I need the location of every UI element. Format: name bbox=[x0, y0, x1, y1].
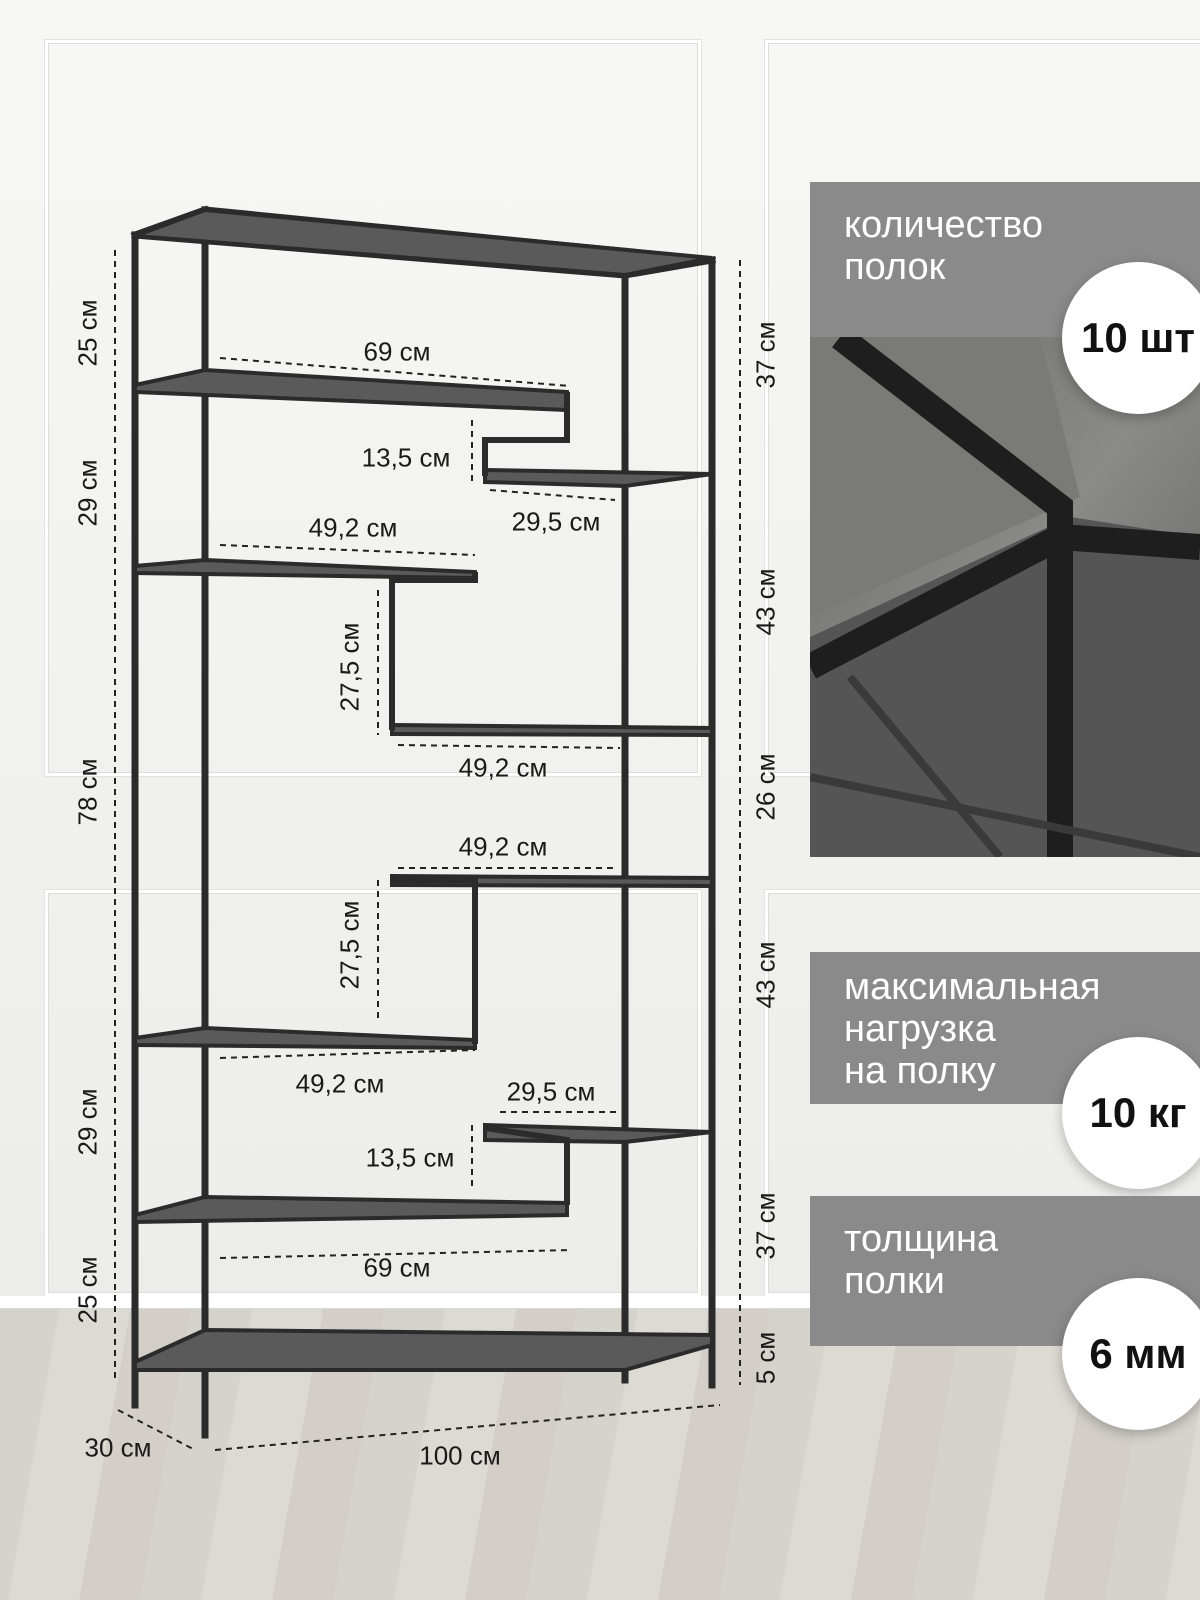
shelf-width-dimension: 69 см bbox=[363, 1252, 431, 1283]
spec-label: толщина bbox=[844, 1218, 999, 1260]
shelf-width-dimension: 29,5 см bbox=[506, 1076, 596, 1107]
shelf-count-badge: 10 шт bbox=[1062, 262, 1200, 414]
right-height-dimension: 43 см bbox=[750, 941, 781, 1009]
spec-label: полок bbox=[844, 246, 946, 288]
spec-label: количество bbox=[844, 204, 1043, 246]
step-height-dimension: 27,5 см bbox=[334, 900, 365, 990]
right-height-dimension: 26 см bbox=[750, 753, 781, 821]
shelf-width-dimension: 29,5 см bbox=[511, 506, 601, 537]
shelf-width-dimension: 69 см bbox=[363, 336, 431, 367]
shelf-width-dimension: 49,2 см bbox=[458, 752, 548, 783]
width-dimension: 100 см bbox=[419, 1440, 501, 1471]
wall-panel bbox=[45, 40, 701, 776]
left-height-dimension: 29 см bbox=[72, 1088, 103, 1156]
right-height-dimension: 5 см bbox=[750, 1331, 781, 1385]
spec-label: максимальная bbox=[844, 966, 1101, 1008]
depth-dimension: 30 см bbox=[84, 1432, 152, 1463]
right-height-dimension: 37 см bbox=[750, 321, 781, 389]
step-height-dimension: 27,5 см bbox=[334, 622, 365, 712]
spec-label: на полку bbox=[844, 1050, 996, 1092]
spec-label: полки bbox=[844, 1260, 945, 1302]
step-height-dimension: 13,5 см bbox=[365, 1142, 455, 1173]
shelf-width-dimension: 49,2 см bbox=[458, 831, 548, 862]
spec-label: нагрузка bbox=[844, 1008, 996, 1050]
shelving-unit-illustration bbox=[114, 205, 741, 1451]
shelf-width-dimension: 49,2 см bbox=[295, 1068, 385, 1099]
wall-panel bbox=[45, 890, 701, 1296]
step-height-dimension: 13,5 см bbox=[361, 442, 451, 473]
left-height-dimension: 25 см bbox=[72, 299, 103, 367]
shelf-closeup-photo bbox=[810, 337, 1200, 857]
thickness-badge: 6 мм bbox=[1062, 1278, 1200, 1430]
left-height-dimension: 25 см bbox=[72, 1256, 103, 1324]
right-height-dimension: 37 см bbox=[750, 1192, 781, 1260]
left-height-dimension: 78 см bbox=[72, 758, 103, 826]
shelf-width-dimension: 49,2 см bbox=[308, 512, 398, 543]
right-height-dimension: 43 см bbox=[750, 568, 781, 636]
left-height-dimension: 29 см bbox=[72, 459, 103, 527]
max-load-badge: 10 кг bbox=[1062, 1037, 1200, 1189]
